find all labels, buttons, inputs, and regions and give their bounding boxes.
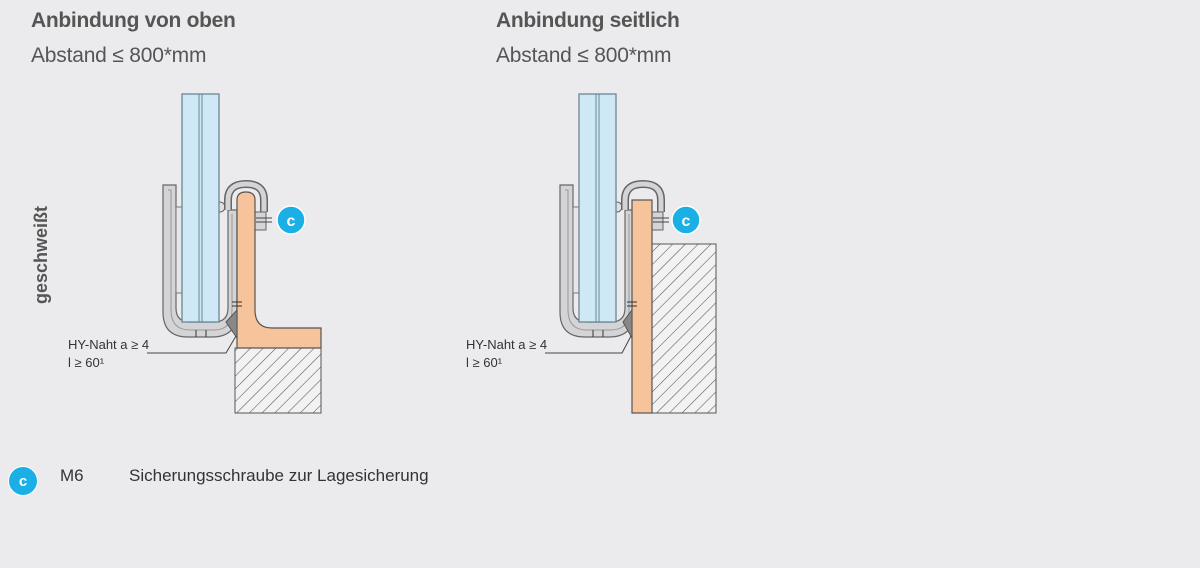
right-glass-pane — [578, 93, 617, 323]
legend-code: M6 — [60, 466, 84, 485]
legend-description: Sicherungsschraube zur Lagesicherung — [129, 466, 429, 485]
right-weld-spec-2: l ≥ 60¹ — [466, 355, 503, 370]
right-diagram-subtitle: Abstand ≤ 800*mm — [496, 44, 672, 67]
left-weld-spec-1: HY-Naht a ≥ 4 — [68, 337, 149, 352]
left-base-hatch — [234, 347, 322, 414]
left-diagram: c HY-Naht a ≥ 4 l ≥ 60¹ — [68, 93, 322, 414]
left-badge-letter: c — [287, 213, 296, 230]
legend-badge: c — [8, 466, 38, 496]
left-diagram-subtitle: Abstand ≤ 800*mm — [31, 44, 207, 67]
left-screw-badge — [276, 205, 306, 235]
left-diagram-title: Anbindung von oben — [31, 9, 236, 32]
right-diagram: c HY-Naht a ≥ 4 l ≥ 60¹ — [466, 93, 717, 414]
right-badge-letter: c — [682, 213, 691, 230]
left-glass-pane — [181, 93, 220, 323]
right-weld-spec-1: HY-Naht a ≥ 4 — [466, 337, 547, 352]
left-weld-spec-2: l ≥ 60¹ — [68, 355, 105, 370]
right-wall-hatch — [650, 243, 717, 414]
right-screw-badge — [671, 205, 701, 235]
right-diagram-title: Anbindung seitlich — [496, 9, 680, 32]
left-steel-angle — [236, 191, 322, 349]
